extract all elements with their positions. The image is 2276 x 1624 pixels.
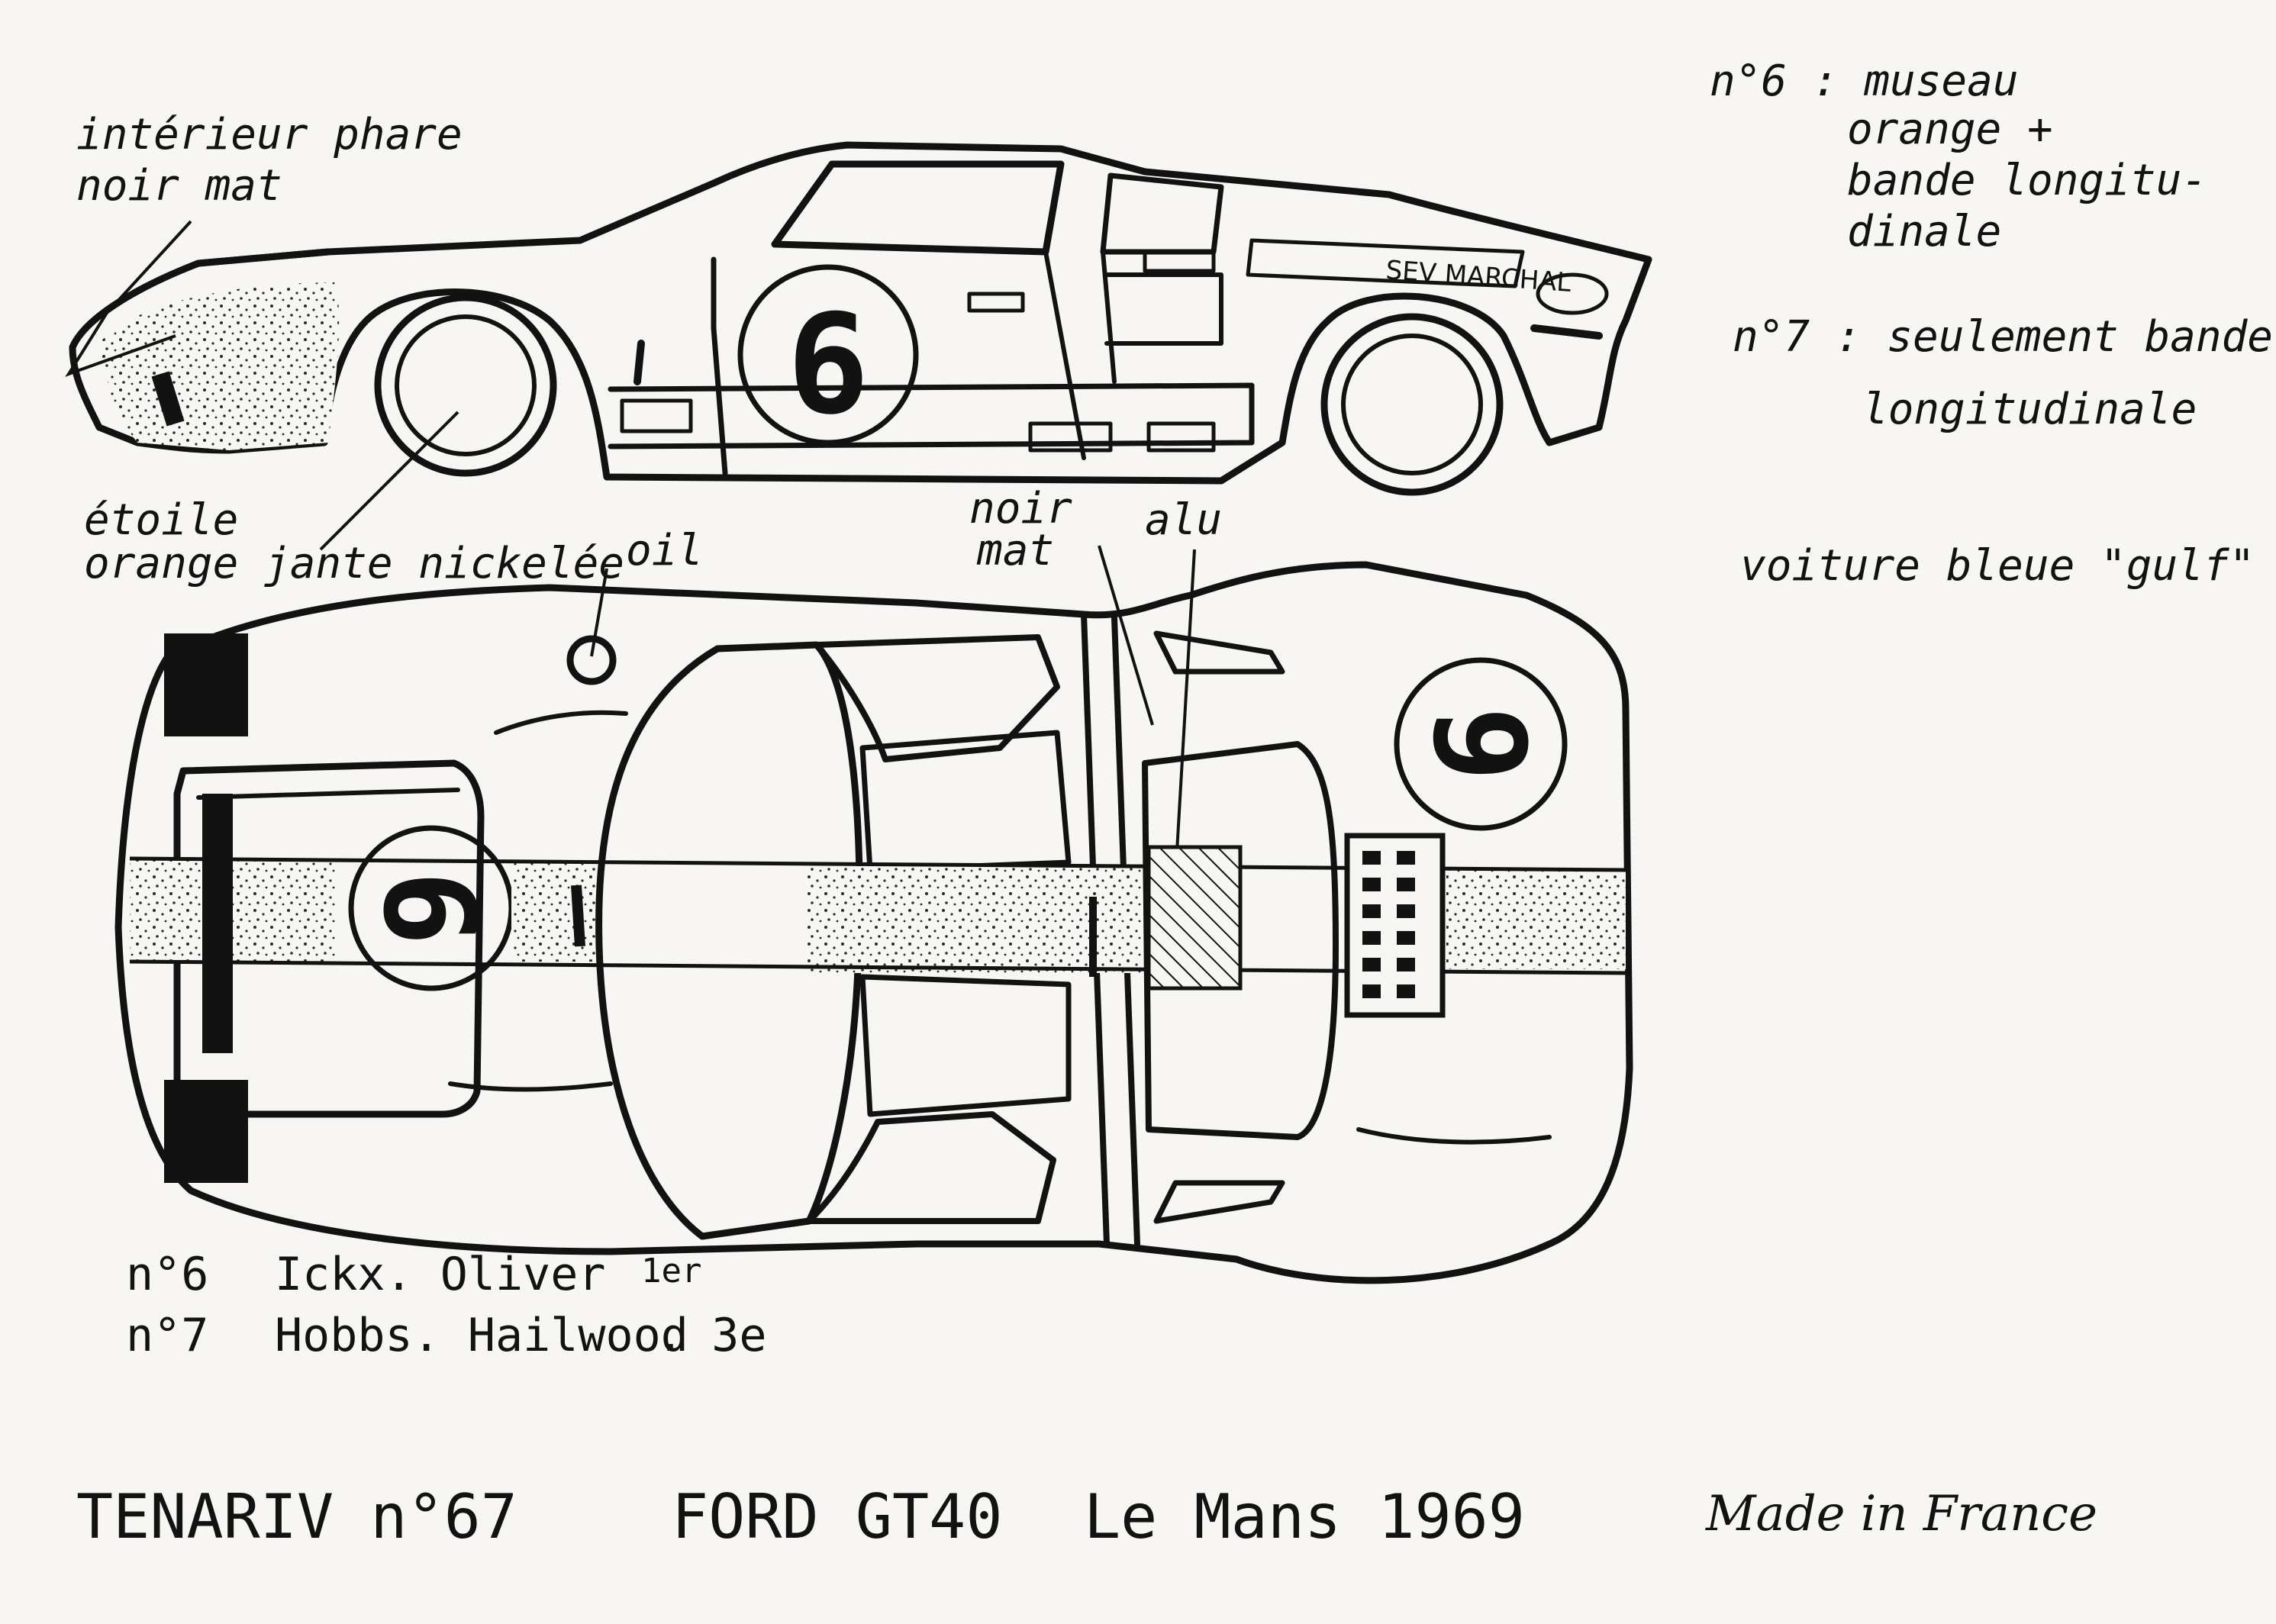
footer: TENARIV n°67 FORD GT40 Le Mans 1969 Made… (76, 1481, 2097, 1552)
note-car7-line1: n°7 : seulement bande (1733, 312, 2273, 362)
note-colour: voiture bleue "gulf" (1740, 541, 2255, 591)
driver-7-names: Hobbs. Hailwood (275, 1309, 688, 1362)
top-cockpit (595, 641, 863, 1240)
notes-block: n°6 : museau orange + bande longitu- din… (1710, 56, 2273, 591)
side-nose-stipple (99, 282, 340, 450)
side-sill (608, 382, 1255, 450)
footer-model: TENARIV n°67 (76, 1481, 517, 1552)
matt-black-line1: noir (969, 484, 1072, 533)
top-rear-race-number: 6 (1410, 706, 1556, 781)
driver-6-number: n°6 (126, 1248, 208, 1301)
note-car6-line4: dinale (1847, 207, 2001, 256)
top-rear-number-roundel (1394, 657, 1568, 831)
side-rear-wheel (1320, 313, 1504, 496)
wheel-star-line2: orange jante nickelée (84, 539, 624, 588)
top-body-outline (114, 561, 1633, 1284)
driver-7-number: n°7 (126, 1309, 208, 1362)
drivers-block: n°6 Ickx. Oliver 1er n°7 Hobbs. Hailwood… (126, 1248, 767, 1362)
top-matt-panel-front-right (164, 1080, 248, 1183)
top-left-window (814, 634, 1060, 762)
headlight-interior-line2: noir mat (76, 161, 282, 211)
top-alu-panel (1146, 845, 1243, 991)
side-window (771, 160, 1065, 256)
top-rear-deck (1142, 741, 1339, 1140)
side-number-roundel (737, 264, 919, 446)
note-car6-line2: orange + (1847, 105, 2053, 154)
note-car6-line3: bande longitu- (1847, 156, 2207, 205)
footer-car: FORD GT40 (672, 1481, 1002, 1552)
side-door-line (711, 256, 728, 476)
top-right-window (806, 1111, 1056, 1224)
footer-race: Le Mans 1969 (1084, 1481, 1525, 1552)
top-matt-panel-front-left (164, 633, 248, 736)
leader-lines (65, 220, 1196, 878)
driver-7-result: . 3e (656, 1309, 767, 1362)
sponsor-decal (1246, 238, 1525, 288)
footer-origin: Made in France (1705, 1486, 2097, 1542)
wheel-star-line1: étoile (84, 495, 238, 545)
top-grille (1344, 833, 1446, 1018)
headlight-interior-line1: intérieur phare (76, 110, 463, 160)
driver-6-result: 1er (641, 1252, 701, 1290)
oil-cap (566, 635, 617, 685)
note-car7-line2: longitudinale (1862, 385, 2197, 434)
note-car6-line1: n°6 : museau (1710, 56, 2019, 106)
driver-6-names: Ickx. Oliver (275, 1248, 605, 1301)
oil-label: oil (626, 526, 703, 575)
top-front-race-number: 6 (356, 870, 502, 946)
alu-label: alu (1145, 495, 1222, 545)
side-front-wheel (374, 294, 557, 477)
side-race-number: 6 (787, 285, 869, 445)
sponsor-decal-label: SEV MARCHAL (1385, 255, 1572, 298)
matt-black-line2: mat (976, 526, 1054, 575)
side-rear-window (1100, 172, 1224, 255)
annotation-labels: intérieur phare noir mat étoile orange j… (76, 110, 1222, 588)
